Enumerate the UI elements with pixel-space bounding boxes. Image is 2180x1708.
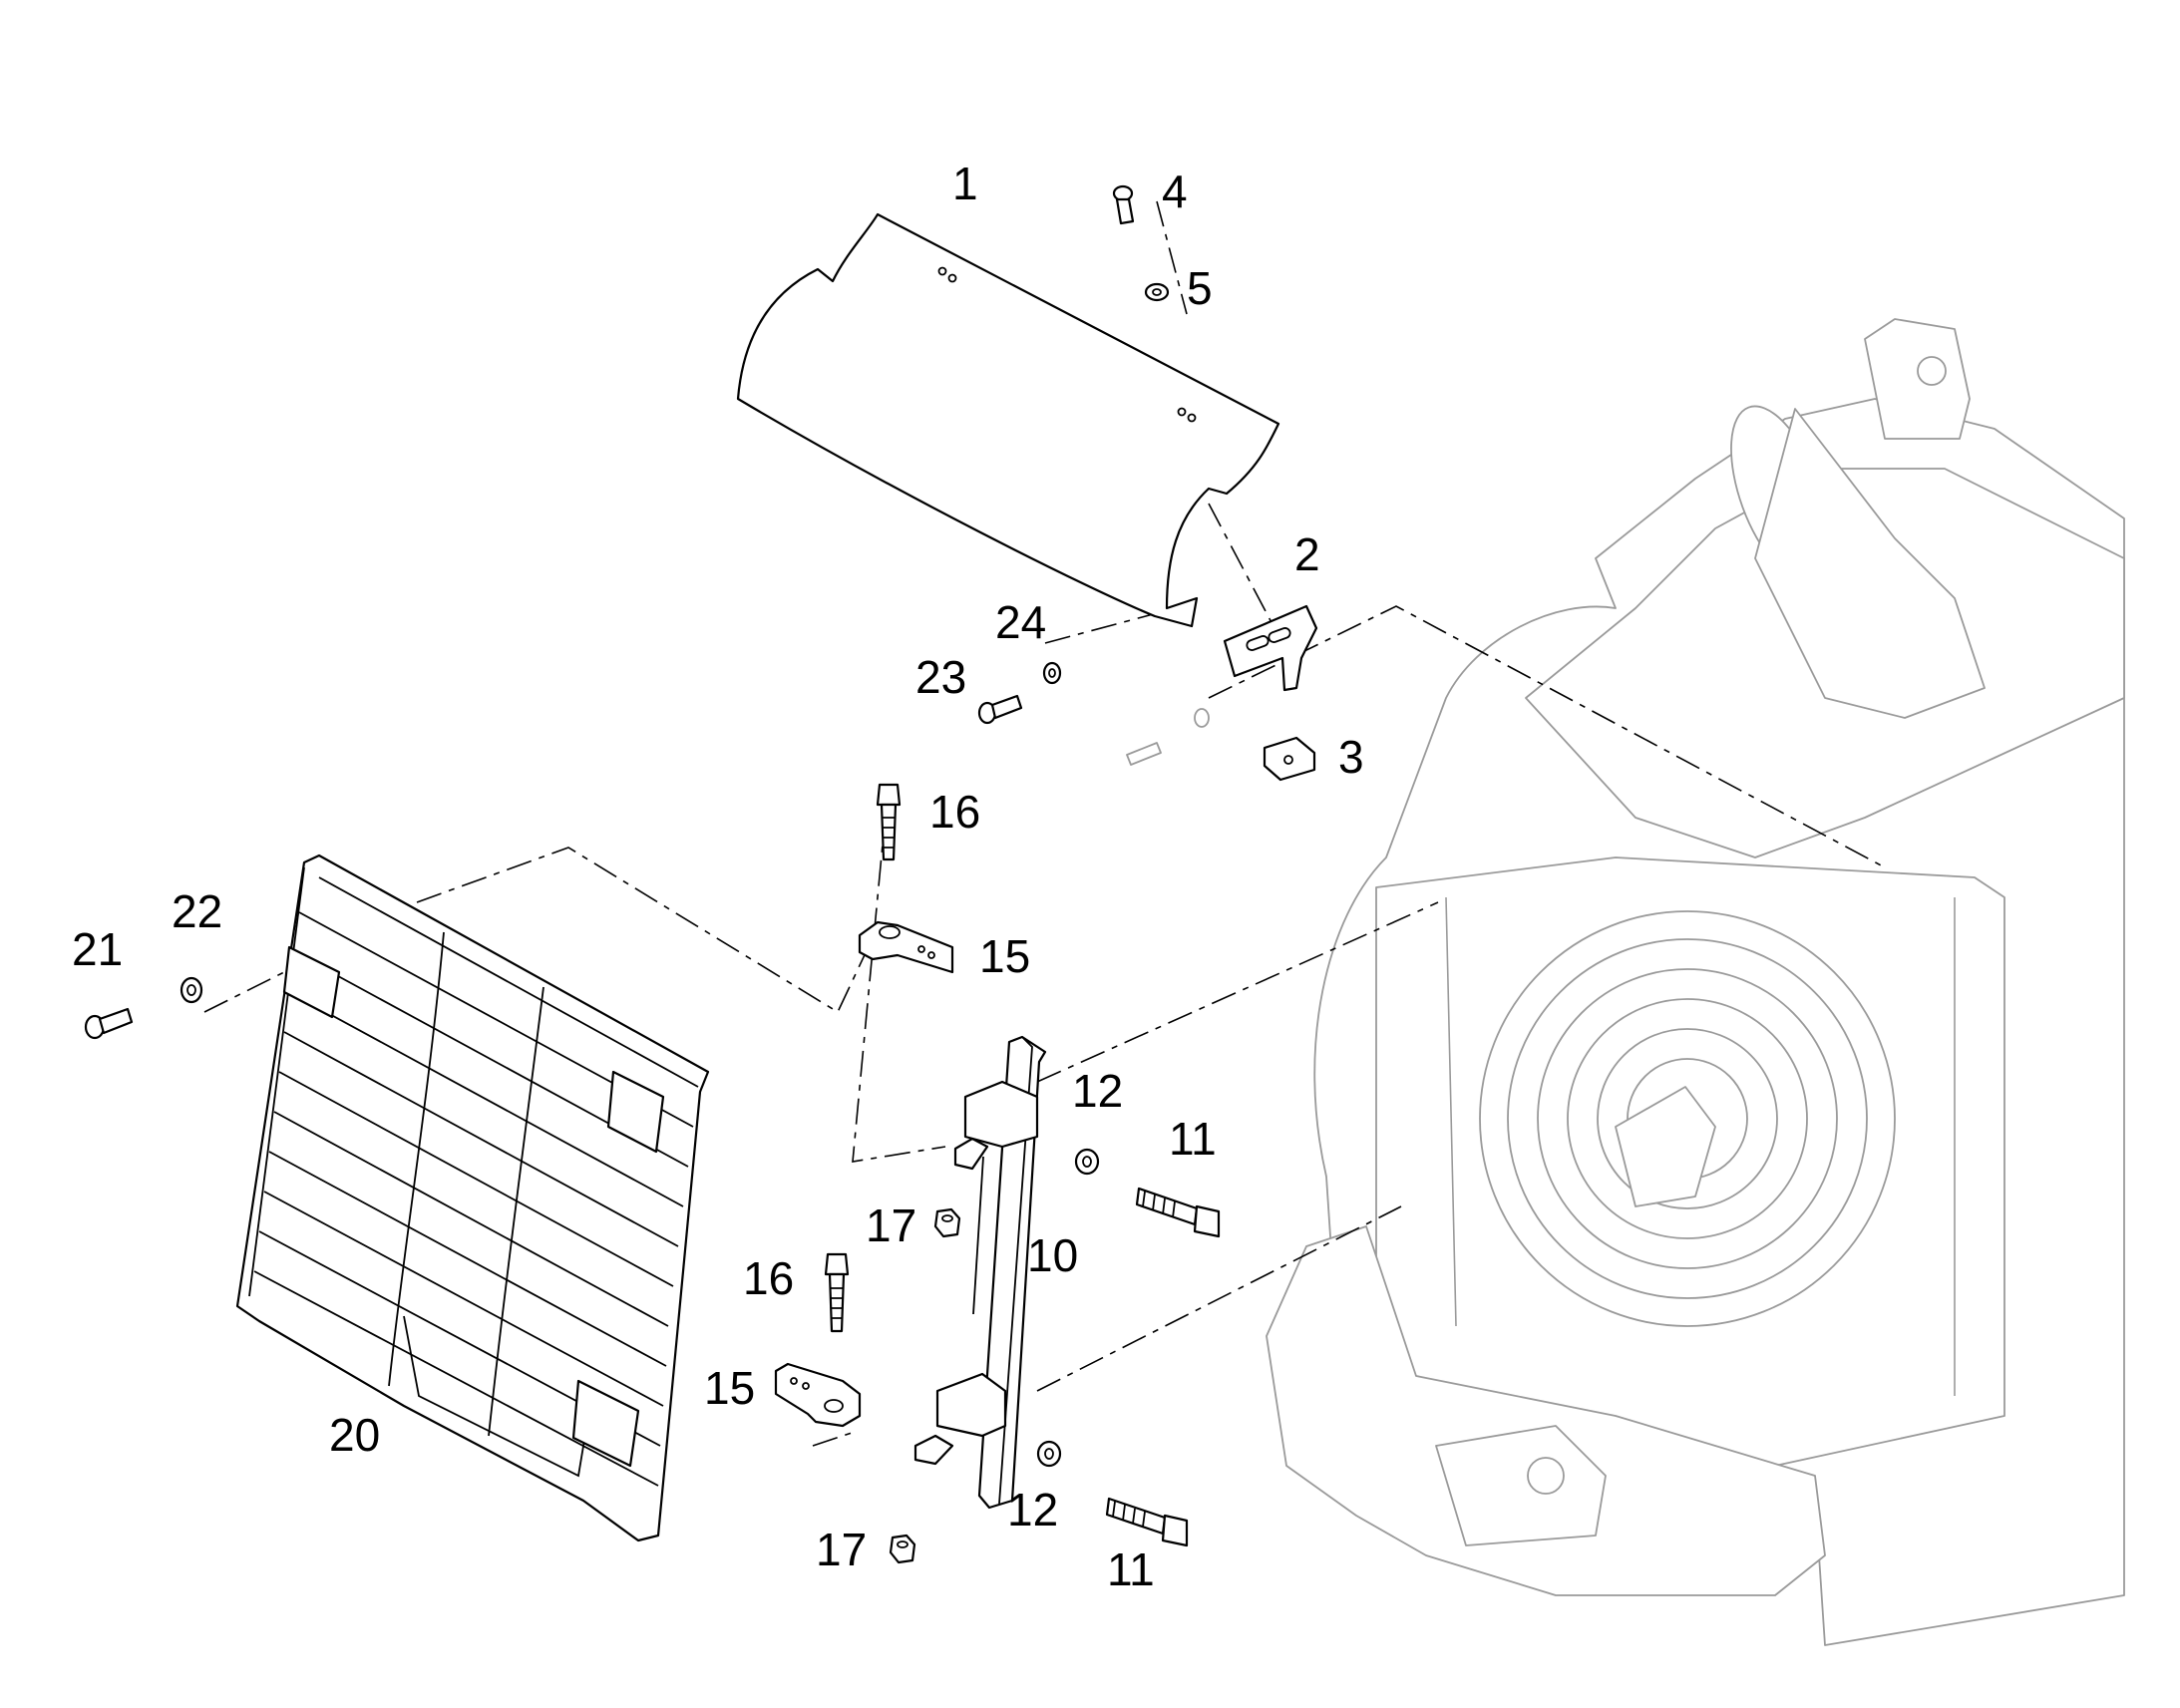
part-11-bolt-upper: [1135, 1187, 1221, 1238]
part-12-washer-upper: [1074, 1148, 1100, 1176]
part-20-grille: [235, 854, 710, 1542]
part-16-bolt-upper: [876, 783, 902, 861]
part-21-screw: [84, 1007, 134, 1040]
callout-21: 21: [72, 923, 123, 975]
part-15-bracket-lower: [774, 1362, 862, 1428]
callout-23: 23: [915, 651, 966, 703]
part-23-screw: [977, 694, 1023, 725]
callout-15-lower: 15: [704, 1362, 755, 1414]
part-1-shroud: [736, 212, 1280, 628]
part-2-bracket: [1223, 604, 1318, 692]
part-16-bolt-lower: [824, 1252, 850, 1333]
callout-11-upper: 11: [1169, 1113, 1217, 1165]
callout-12-lower: 12: [1007, 1484, 1058, 1536]
callout-11-lower: 11: [1107, 1543, 1155, 1595]
bumper: [1266, 1225, 1826, 1596]
callout-17-lower: 17: [816, 1524, 867, 1575]
callout-20: 20: [329, 1409, 380, 1461]
callout-4: 4: [1162, 166, 1188, 217]
callout-17-upper: 17: [866, 1199, 916, 1251]
callout-12-upper: 12: [1072, 1065, 1123, 1117]
callout-22: 22: [172, 885, 222, 937]
callout-numbers: 1 4 5 2 24 23 3 16 15 22 21 12 11 17 10 …: [72, 158, 1364, 1595]
lifting-eye: [1864, 318, 1971, 440]
extra-screw-washer-grey: [1126, 708, 1210, 766]
leader-lines: [203, 200, 1886, 1447]
callout-1: 1: [952, 158, 978, 209]
callout-16-upper: 16: [929, 786, 980, 838]
part-22-washer: [180, 976, 203, 1004]
callout-3: 3: [1338, 731, 1364, 783]
part-5-washer: [1144, 282, 1170, 302]
part-24-washer: [1042, 661, 1062, 685]
cooling-fan: [1479, 910, 1896, 1327]
part-15-bracket-upper: [858, 920, 954, 974]
callout-2: 2: [1294, 528, 1320, 580]
callout-15-upper: 15: [979, 930, 1030, 982]
callout-24: 24: [995, 596, 1046, 648]
part-10-rail: [913, 1035, 1047, 1510]
part-12-washer-lower: [1036, 1440, 1062, 1468]
exhaust-pipe: [1730, 405, 1986, 719]
callout-10: 10: [1027, 1229, 1078, 1281]
callout-16-lower: 16: [743, 1252, 794, 1304]
part-4-screw: [1112, 184, 1135, 225]
part-17-nut-lower: [889, 1534, 916, 1564]
part-17-nut-upper: [933, 1207, 961, 1238]
part-3-clip: [1263, 736, 1316, 782]
part-11-bolt-lower: [1105, 1497, 1189, 1547]
callout-5: 5: [1187, 262, 1213, 314]
